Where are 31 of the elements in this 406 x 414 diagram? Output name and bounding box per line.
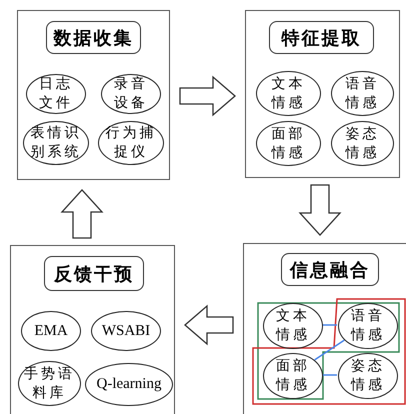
block-arrow [298, 184, 342, 236]
ellipse-node: WSABI [91, 311, 161, 351]
ellipse-node: 姿态情感 [338, 353, 398, 399]
heading-box: 反馈干预 [44, 256, 144, 291]
ellipse-node: 语音情感 [338, 303, 398, 349]
ellipse-node: 面部情感 [263, 353, 323, 399]
block-arrow [184, 304, 234, 346]
panel-box [243, 243, 406, 414]
ellipse-node: 姿态情感 [331, 121, 394, 166]
ellipse-node: EMA [21, 311, 81, 351]
ellipse-node: Q-learning [85, 363, 173, 406]
panel-box [17, 10, 170, 180]
heading-box: 特征提取 [269, 21, 374, 54]
panel-box [10, 245, 175, 414]
connector-line [314, 339, 345, 361]
ellipse-node: 表情识别系统 [23, 121, 89, 165]
ellipse-node: 文本情感 [263, 303, 323, 349]
ellipse-node: 日志文件 [26, 74, 86, 114]
block-arrow [179, 76, 236, 116]
ellipse-node: 录音设备 [101, 74, 161, 114]
heading-box: 信息融合 [281, 253, 379, 286]
heading-box: 数据收集 [46, 21, 141, 54]
connector-line [322, 374, 337, 376]
ellipse-node: 文本情感 [256, 71, 321, 116]
ellipse-node: 语音情感 [331, 71, 394, 116]
ellipse-node: 行为捕捉仪 [98, 121, 164, 165]
panel-box [245, 10, 400, 178]
ellipse-node: 面部情感 [256, 121, 321, 166]
ellipse-node: 手势语料库 [18, 361, 81, 406]
block-arrow [60, 189, 104, 239]
connector-line [322, 324, 337, 326]
